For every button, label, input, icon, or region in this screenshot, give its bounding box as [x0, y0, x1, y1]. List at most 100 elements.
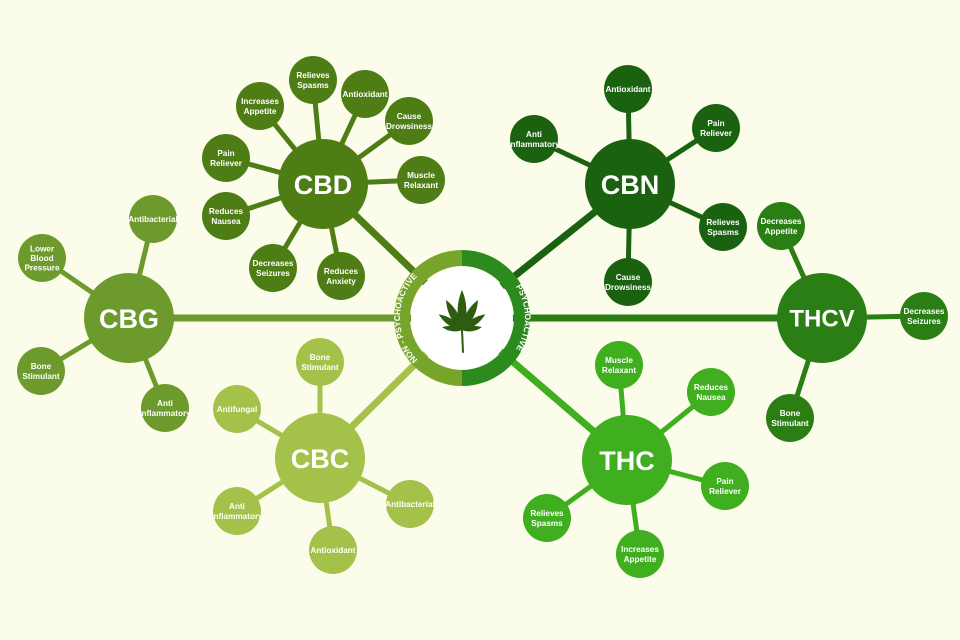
- thcv-hub-circle: [777, 273, 867, 363]
- cbd-effect-circle: [317, 252, 365, 300]
- cbd-effect-circle: [202, 192, 250, 240]
- cbg-hub: CBG: [84, 273, 174, 363]
- thc-effect-circle: [523, 494, 571, 542]
- cbd-hub: CBD: [278, 139, 368, 229]
- cbc-effect-circle: [309, 526, 357, 574]
- thcv-effect-circle: [900, 292, 948, 340]
- cbn-effect-label: Antioxidant: [605, 85, 650, 94]
- cbc-effect-node: Antibacterial: [385, 480, 435, 528]
- thcv-effect-circle: [757, 202, 805, 250]
- cbg-effect-node: Antibacterial: [128, 195, 178, 243]
- cbg-effect-circle: [129, 195, 177, 243]
- cbn-effect-circle: [699, 203, 747, 251]
- cbd-effect-circle: [385, 97, 433, 145]
- cbd-effect-circle: [341, 70, 389, 118]
- thcv-effect-circle: [766, 394, 814, 442]
- cbd-hub-label: CBD: [294, 170, 353, 200]
- thc-effect-circle: [687, 368, 735, 416]
- cbg-hub-circle: [84, 273, 174, 363]
- leaflet: [438, 314, 462, 330]
- cbc-hub-circle: [275, 413, 365, 503]
- cbn-effect-circle: [604, 65, 652, 113]
- center-emblem: NON - PSYCHOACTIVE PSYCHOACTIVE: [392, 250, 533, 386]
- cbn-effect-circle: [604, 258, 652, 306]
- thc-effect-circle: [595, 341, 643, 389]
- cbn-effect-circle: [510, 115, 558, 163]
- cbn-hub-circle: [585, 139, 675, 229]
- cbc-effect-circle: [296, 338, 344, 386]
- thc-effect-circle: [616, 530, 664, 578]
- cbc-effect-label: Antifungal: [217, 405, 257, 414]
- cbg-effect-circle: [18, 234, 66, 282]
- leaf-stem: [461, 329, 464, 353]
- cbd-effect-circle: [397, 156, 445, 204]
- cbc-effect-node: Antioxidant: [309, 526, 357, 574]
- cbc-effect-label: Antibacterial: [385, 500, 435, 509]
- leaflet: [462, 314, 486, 330]
- cbc-hub-label: CBC: [291, 444, 350, 474]
- cbd-hub-circle: [278, 139, 368, 229]
- non-psychoactive-ring: [394, 250, 462, 386]
- cbd-effect-circle: [202, 134, 250, 182]
- leaflet: [446, 299, 463, 330]
- psychoactive-ring: [462, 250, 530, 386]
- cbg-effect-circle: [17, 347, 65, 395]
- thc-effect-circle: [701, 462, 749, 510]
- cbg-effect-circle: [141, 384, 189, 432]
- thc-hub-label: THC: [599, 446, 655, 476]
- cbc-effect-circle: [386, 480, 434, 528]
- leaflet: [462, 325, 482, 332]
- cbn-hub-label: CBN: [601, 170, 660, 200]
- leaflet: [461, 299, 478, 330]
- cbc-hub: CBC: [275, 413, 365, 503]
- cbc-effect-circle: [213, 487, 261, 535]
- cbn-effect-circle: [692, 104, 740, 152]
- cannabis-leaf-icon: [438, 290, 486, 353]
- cbn-effect-node: Antioxidant: [604, 65, 652, 113]
- cbd-effect-circle: [236, 82, 284, 130]
- cbd-effect-circle: [249, 244, 297, 292]
